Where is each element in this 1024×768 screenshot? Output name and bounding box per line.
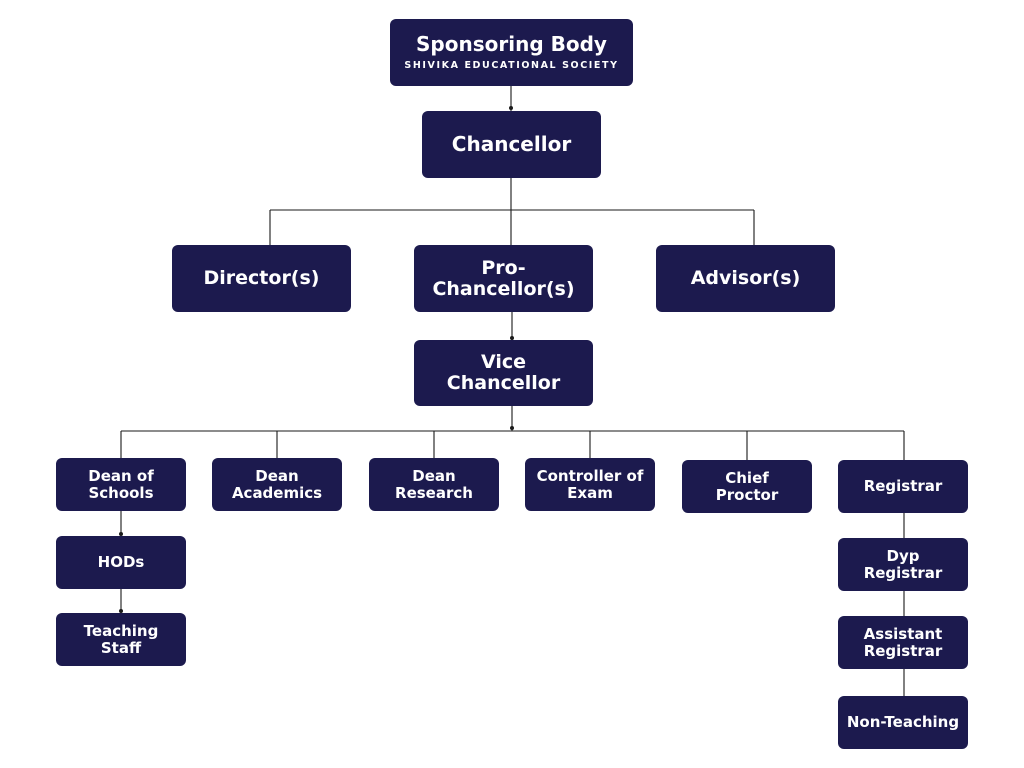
node-dean-research: Dean Research <box>369 458 499 511</box>
node-controller-of-exam: Controller of Exam <box>525 458 655 511</box>
node-non-teaching: Non-Teaching <box>838 696 968 749</box>
node-advisors: Advisor(s) <box>656 245 835 312</box>
node-label: Dean Academics <box>231 466 323 502</box>
node-dean-academics: Dean Academics <box>212 458 342 511</box>
node-label: Registrar <box>863 477 943 495</box>
node-hods: HODs <box>56 536 186 589</box>
node-label: Dyp Registrar <box>863 546 943 582</box>
node-label: Assistant Registrar <box>863 624 943 660</box>
node-label: Controller of Exam <box>536 466 644 502</box>
node-sponsoring-body: Sponsoring Body SHIVIKA EDUCATIONAL SOCI… <box>390 19 633 86</box>
node-vice-chancellor: Vice Chancellor <box>414 340 593 406</box>
node-title: Sponsoring Body <box>416 32 607 56</box>
node-assistant-registrar: Assistant Registrar <box>838 616 968 669</box>
node-directors: Director(s) <box>172 245 351 312</box>
node-label: HODs <box>97 553 145 571</box>
node-pro-chancellor: Pro- Chancellor(s) <box>414 245 593 312</box>
node-chief-proctor: Chief Proctor <box>682 460 812 513</box>
node-subtitle: SHIVIKA EDUCATIONAL SOCIETY <box>404 60 619 71</box>
node-label: Chief Proctor <box>715 468 779 504</box>
node-chancellor: Chancellor <box>422 111 601 178</box>
node-label: Pro- Chancellor(s) <box>432 256 575 300</box>
node-label: Dean Research <box>395 466 473 502</box>
node-label: Advisor(s) <box>690 267 801 289</box>
node-dyp-registrar: Dyp Registrar <box>838 538 968 591</box>
node-label: Chancellor <box>451 132 572 156</box>
node-label: Director(s) <box>203 267 320 289</box>
node-registrar: Registrar <box>838 460 968 513</box>
node-label: Teaching Staff <box>83 621 159 657</box>
node-label: Vice Chancellor <box>446 351 561 394</box>
node-dean-of-schools: Dean of Schools <box>56 458 186 511</box>
node-label: Dean of Schools <box>88 466 154 502</box>
node-teaching-staff: Teaching Staff <box>56 613 186 666</box>
node-label: Non-Teaching <box>846 713 960 731</box>
